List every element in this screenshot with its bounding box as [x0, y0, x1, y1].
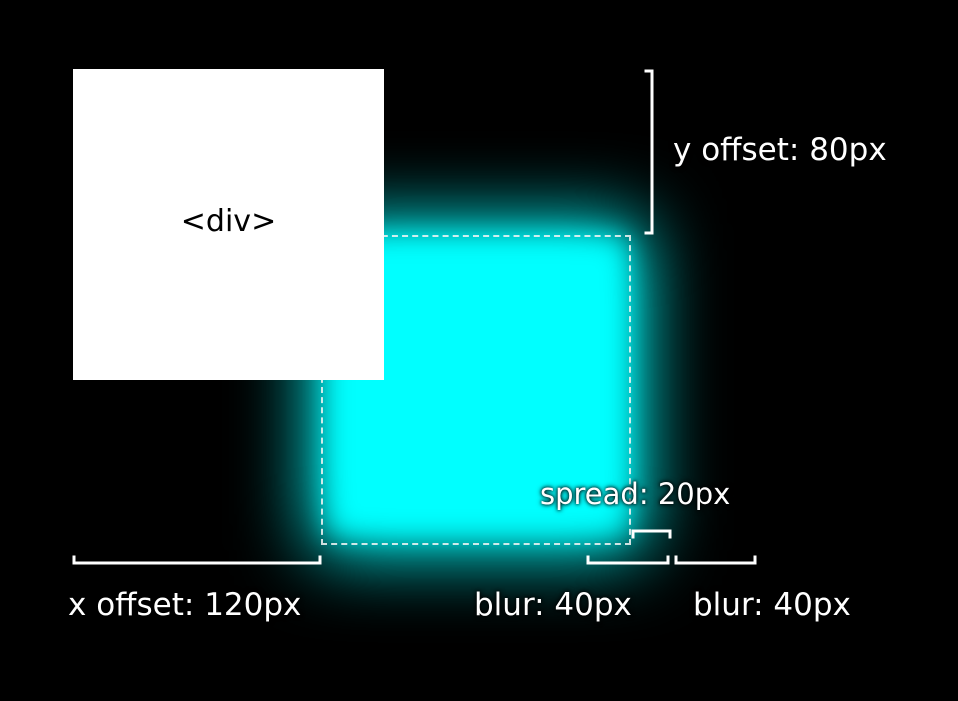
- div-element-label: <div>: [180, 204, 277, 239]
- blur-outer-label: blur: 40px: [693, 587, 851, 623]
- div-element-box: [73, 69, 384, 380]
- x-offset-bracket: [72, 555, 322, 565]
- blur-inner-bracket: [586, 555, 670, 565]
- blur-outer-bracket: [674, 555, 757, 565]
- spread-bracket: [631, 529, 672, 539]
- blur-inner-label: blur: 40px: [474, 587, 632, 623]
- shadow-outline-dashed: [321, 235, 631, 545]
- y-offset-bracket: [644, 69, 654, 235]
- x-offset-label: x offset: 120px: [68, 587, 302, 623]
- y-offset-label: y offset: 80px: [673, 132, 887, 168]
- spread-label: spread: 20px: [540, 477, 731, 511]
